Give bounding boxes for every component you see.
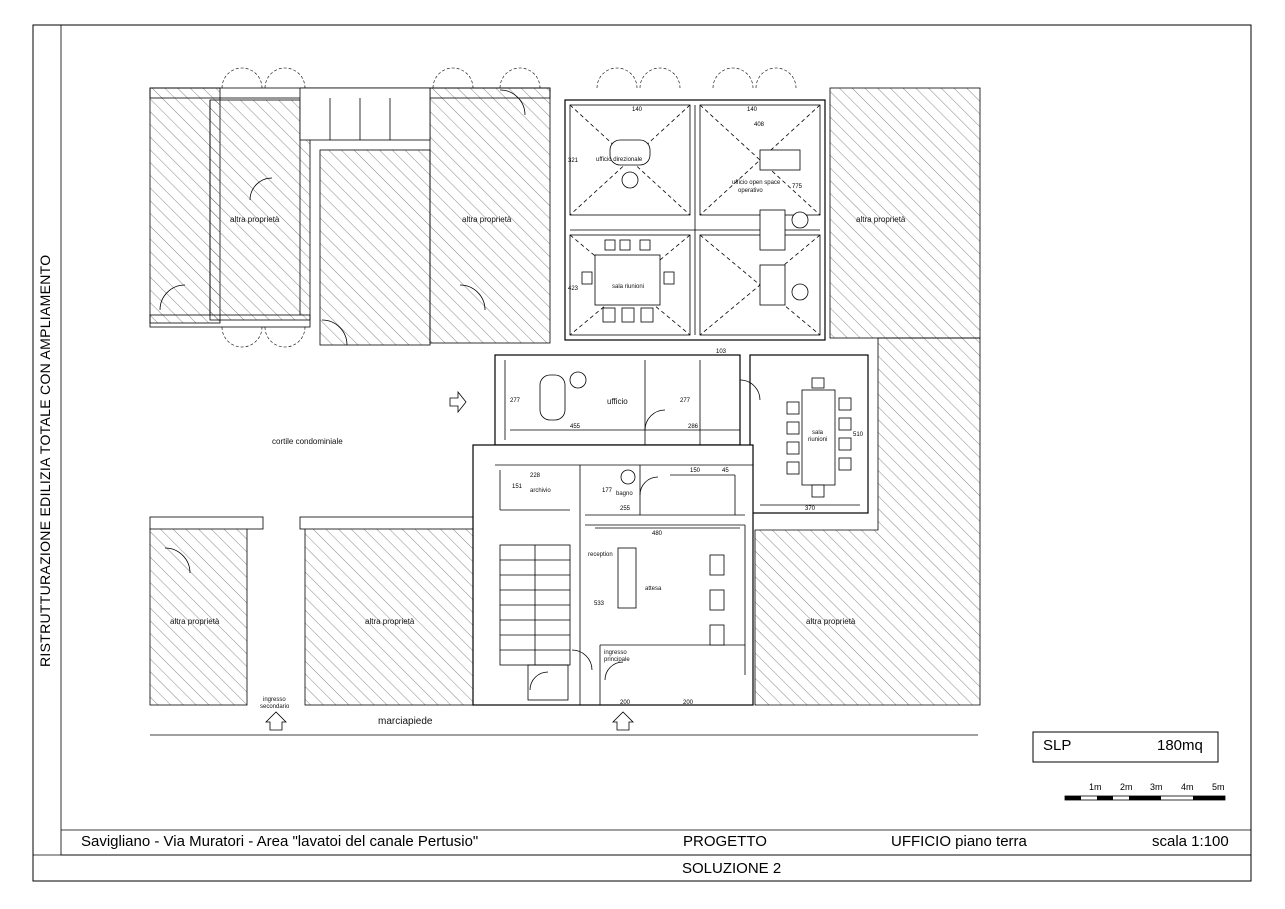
dim-455: 455 <box>570 424 581 430</box>
label-ingresso-secondario-1: ingresso <box>263 697 286 703</box>
label-altra-proprieta-5: altra proprietà <box>365 617 415 626</box>
door-arcs <box>159 89 761 691</box>
label-archivio: archivio <box>530 488 551 494</box>
dim-228: 228 <box>530 473 541 479</box>
meeting-table-2 <box>801 389 836 486</box>
titleblock-location: Savigliano - Via Muratori - Area "lavato… <box>81 833 479 850</box>
label-sala-riunioni-1: sala riunioni <box>612 284 645 290</box>
titleblock-solution: SOLUZIONE 2 <box>682 860 782 877</box>
dim-370: 370 <box>805 506 816 512</box>
dim-408: 408 <box>754 122 765 128</box>
dim-533: 533 <box>594 601 605 607</box>
scale-tick-3m: 3m <box>1150 782 1163 792</box>
label-ingresso-principale-1: ingresso <box>604 650 627 656</box>
dim-255: 255 <box>620 506 631 512</box>
label-ingresso-principale-2: principale <box>604 657 630 663</box>
director-desk <box>609 139 651 166</box>
open-space-desk-2 <box>759 209 786 251</box>
dim-150: 150 <box>690 468 701 474</box>
titleblock-scale: scala 1:100 <box>1152 833 1229 850</box>
hatch-ne <box>829 87 981 339</box>
slp-value: 180mq <box>1157 737 1203 754</box>
dim-151: 151 <box>512 484 523 490</box>
side-title: RISTRUTTURAZIONE EDILIZIA TOTALE CON AMP… <box>37 254 53 667</box>
label-cortile-condominiale: cortile condominiale <box>272 437 343 446</box>
hatch-east <box>754 337 981 706</box>
dim-510: 510 <box>853 432 864 438</box>
dim-177: 177 <box>602 488 613 494</box>
office-desk <box>539 374 566 421</box>
label-ufficio-direzionale: ufficio direzionale <box>596 157 643 163</box>
meeting-table-1 <box>594 254 661 306</box>
label-altra-proprieta-1: altra proprietà <box>230 215 280 224</box>
open-space-desk-1 <box>759 149 801 171</box>
dim-480: 480 <box>652 531 663 537</box>
hatch-sw-2 <box>304 527 474 706</box>
label-attesa: attesa <box>645 586 662 592</box>
label-reception: reception <box>588 552 613 558</box>
dim-140-a: 140 <box>632 107 643 113</box>
scale-tick-4m: 4m <box>1181 782 1194 792</box>
label-ingresso-secondario-2: secondario <box>260 704 290 710</box>
hatch-nw-3 <box>319 149 431 346</box>
furniture <box>539 139 852 646</box>
label-altra-proprieta-3: altra proprietà <box>856 215 906 224</box>
label-ufficio: ufficio <box>607 397 628 406</box>
dim-103: 103 <box>716 349 727 355</box>
dim-321: 321 <box>568 158 579 164</box>
wall-lines <box>149 87 978 736</box>
label-altra-proprieta-6: altra proprietà <box>806 617 856 626</box>
scale-tick-1m: 1m <box>1089 782 1102 792</box>
hatch-nw-2 <box>209 99 311 321</box>
dim-423: 423 <box>568 286 579 292</box>
dim-45: 45 <box>722 468 729 474</box>
label-altra-proprieta-2: altra proprietà <box>462 215 512 224</box>
arrow-main <box>612 711 634 731</box>
hatched-areas <box>149 87 981 706</box>
dim-775: 775 <box>792 184 803 190</box>
dim-200-a: 200 <box>620 700 631 706</box>
open-space-desk-3 <box>759 264 786 306</box>
hatch-nw-4 <box>429 87 551 344</box>
door-swings <box>221 67 797 348</box>
scale-tick-5m: 5m <box>1212 782 1225 792</box>
dim-277-b: 277 <box>680 398 691 404</box>
label-bagno: bagno <box>616 491 633 497</box>
arrow-courtyard <box>449 390 467 414</box>
label-ufficio-open-space: ufficio open space <box>732 180 781 186</box>
titleblock-subject: UFFICIO piano terra <box>891 833 1027 850</box>
dim-140-b: 140 <box>747 107 758 113</box>
reception-desk <box>617 547 637 609</box>
scale-bar <box>1064 795 1226 801</box>
dim-286: 286 <box>688 424 699 430</box>
arrow-secondary <box>265 711 287 731</box>
label-marciapiede: marciapiede <box>378 716 433 727</box>
scale-tick-2m: 2m <box>1120 782 1133 792</box>
titleblock-phase: PROGETTO <box>683 833 767 850</box>
slp-box <box>1032 731 1219 763</box>
label-altra-proprieta-4: altra proprietà <box>170 617 220 626</box>
dim-200-b: 200 <box>683 700 694 706</box>
label-riunioni: riunioni <box>808 437 828 443</box>
label-sala: sala <box>812 430 824 436</box>
entrance-arrows <box>265 390 634 731</box>
dim-277-a: 277 <box>510 398 521 404</box>
label-operativo: operativo <box>738 188 763 194</box>
hatch-nw-1 <box>149 87 221 324</box>
hatch-sw-1 <box>149 527 248 706</box>
slp-label: SLP <box>1043 737 1072 754</box>
